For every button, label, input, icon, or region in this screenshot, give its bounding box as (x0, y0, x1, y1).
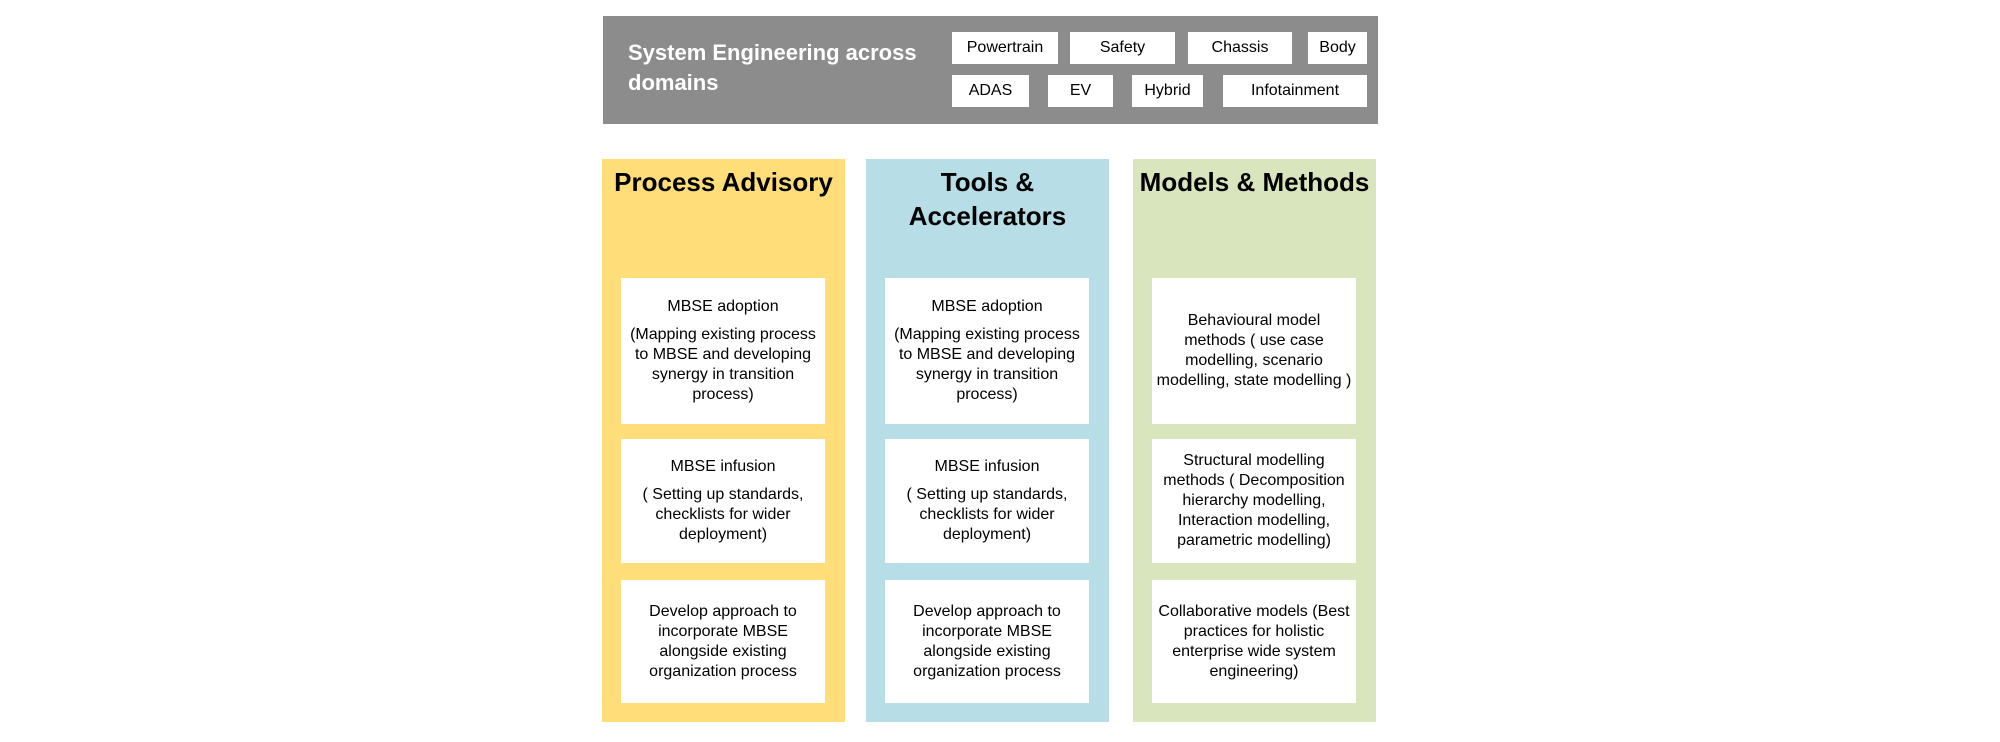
card-desc: Structural modelling methods ( Decomposi… (1163, 452, 1345, 549)
card-desc: Develop approach to incorporate MBSE alo… (913, 602, 1061, 680)
domain-tag-adas: ADAS (952, 75, 1029, 107)
card-mbse-adoption: MBSE adoption (Mapping existing process … (621, 278, 825, 424)
column-tools-accelerators: Tools & Accelerators MBSE adoption (Mapp… (866, 159, 1109, 722)
card-title: MBSE infusion (670, 458, 776, 475)
domains-header: System Engineering across domains Powert… (603, 16, 1378, 124)
header-title: System Engineering across domains (628, 40, 917, 95)
card-develop-approach: Develop approach to incorporate MBSE alo… (885, 580, 1089, 703)
column-title: Process Advisory (614, 167, 833, 197)
card-desc: ( Setting up standards, checklists for w… (906, 486, 1068, 543)
card-title: MBSE adoption (667, 298, 779, 315)
card-title: MBSE adoption (931, 298, 1043, 315)
card-desc: Develop approach to incorporate MBSE alo… (649, 602, 797, 680)
card-desc: ( Setting up standards, checklists for w… (642, 486, 804, 543)
column-title: Tools & Accelerators (908, 167, 1067, 231)
card-mbse-adoption: MBSE adoption (Mapping existing process … (885, 278, 1089, 424)
column-title: Models & Methods (1139, 167, 1370, 197)
card-desc: (Mapping existing process to MBSE and de… (630, 326, 816, 403)
card-title: MBSE infusion (934, 458, 1040, 475)
domain-tag-chassis: Chassis (1188, 32, 1292, 64)
card-desc: (Mapping existing process to MBSE and de… (894, 326, 1080, 403)
card-behavioural-models: Behavioural model methods ( use case mod… (1152, 278, 1356, 424)
domain-tag-infotainment: Infotainment (1223, 75, 1367, 107)
domain-tag-powertrain: Powertrain (952, 32, 1058, 64)
card-structural-models: Structural modelling methods ( Decomposi… (1152, 439, 1356, 563)
card-develop-approach: Develop approach to incorporate MBSE alo… (621, 580, 825, 703)
column-process-advisory: Process Advisory MBSE adoption (Mapping … (602, 159, 845, 722)
card-mbse-infusion: MBSE infusion ( Setting up standards, ch… (621, 439, 825, 563)
card-desc: Collaborative models (Best practices for… (1158, 602, 1350, 680)
domain-tag-safety: Safety (1070, 32, 1175, 64)
domain-tag-hybrid: Hybrid (1132, 75, 1203, 107)
card-mbse-infusion: MBSE infusion ( Setting up standards, ch… (885, 439, 1089, 563)
domain-tag-ev: EV (1048, 75, 1113, 107)
domain-tag-body: Body (1308, 32, 1367, 64)
card-collaborative-models: Collaborative models (Best practices for… (1152, 580, 1356, 703)
card-desc: Behavioural model methods ( use case mod… (1156, 312, 1352, 389)
column-models-methods: Models & Methods Behavioural model metho… (1133, 159, 1376, 722)
